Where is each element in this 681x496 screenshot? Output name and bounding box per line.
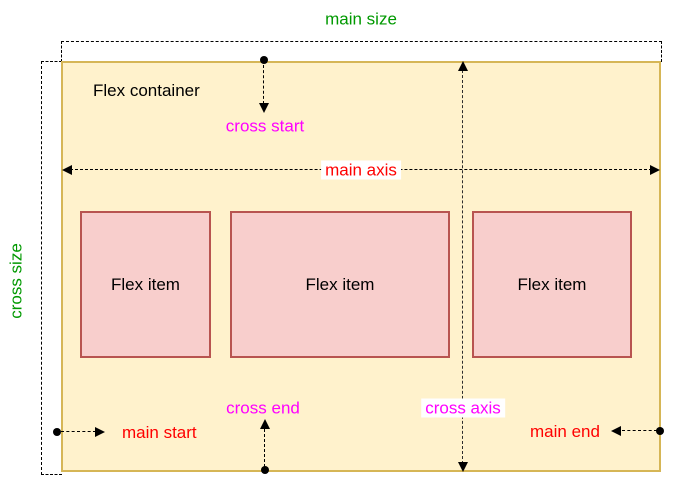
- main-start-line: [61, 431, 96, 432]
- cross-axis-line: [462, 70, 463, 464]
- main-axis-arrowhead-left-icon: [62, 165, 72, 175]
- cross-size-bracket: [41, 61, 62, 475]
- main-axis-arrowhead-right-icon: [650, 165, 660, 175]
- main-start-arrowhead-icon: [95, 427, 105, 437]
- cross-size-label: cross size: [6, 243, 26, 319]
- cross-end-dot: [261, 466, 269, 474]
- flex-item-2: Flex item: [230, 211, 450, 358]
- main-start-label: main start: [122, 423, 197, 442]
- cross-end-line: [264, 429, 265, 467]
- cross-end-arrowhead-icon: [260, 419, 270, 429]
- main-end-dot: [656, 427, 664, 435]
- cross-start-arrowhead-icon: [259, 103, 269, 113]
- main-axis-label: main axis: [321, 160, 401, 180]
- flex-item-3-label: Flex item: [517, 274, 587, 294]
- cross-start-dot: [260, 56, 268, 64]
- cross-end-label: cross end: [226, 398, 300, 418]
- main-size-bracket: [61, 41, 662, 62]
- main-end-label: main end: [530, 422, 600, 441]
- main-end-arrowhead-icon: [611, 426, 621, 436]
- cross-axis-label: cross axis: [421, 398, 505, 418]
- main-size-label: main size: [325, 9, 397, 29]
- cross-axis-arrowhead-up-icon: [458, 61, 468, 71]
- cross-axis-arrowhead-down-icon: [458, 462, 468, 472]
- flex-item-3: Flex item: [472, 211, 632, 358]
- cross-start-line: [263, 65, 264, 104]
- flex-container-label: Flex container: [93, 81, 200, 100]
- flex-item-1: Flex item: [80, 211, 211, 358]
- cross-start-label: cross start: [225, 116, 305, 136]
- flex-item-2-label: Flex item: [305, 274, 375, 294]
- main-start-dot: [53, 428, 61, 436]
- main-end-line: [622, 430, 657, 431]
- flex-item-1-label: Flex item: [111, 274, 180, 294]
